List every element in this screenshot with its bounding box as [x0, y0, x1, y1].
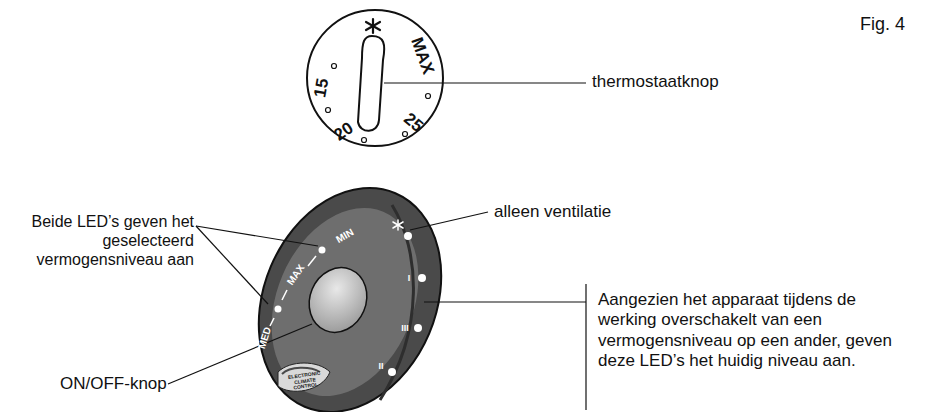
- part-name: thermostaatknop: [592, 72, 719, 92]
- thermostat-dial: [307, 10, 443, 146]
- level-mark: III: [401, 323, 409, 334]
- dial-number: 15: [310, 77, 333, 99]
- callout-text: ON/OFF-knop: [60, 374, 167, 394]
- level-mark: I: [408, 273, 411, 284]
- control-panel: [226, 160, 475, 412]
- callout-text: Beide LED’s geven het geselecteerd vermo…: [6, 212, 194, 270]
- leader-lines: [168, 212, 586, 410]
- callout-text: alleen ventilatie: [494, 202, 611, 222]
- level-mark: II: [378, 361, 383, 372]
- figure-number: Fig. 4: [860, 14, 905, 36]
- callout-text: Aangezien het apparaat tijdens de werkin…: [598, 290, 910, 372]
